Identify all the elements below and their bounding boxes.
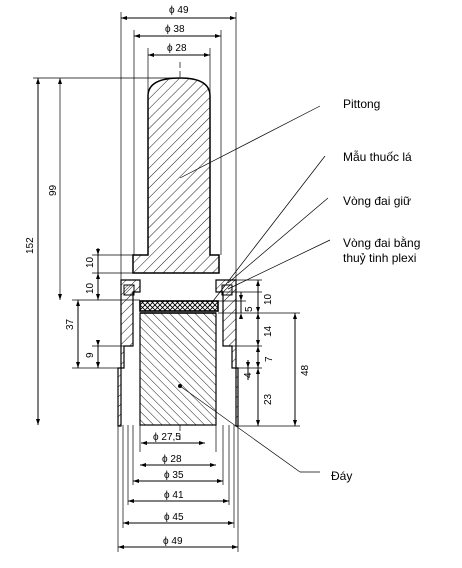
dim-5: 5 xyxy=(244,306,255,312)
dim-phi27-5: ϕ 27,5 xyxy=(153,432,181,443)
plexi-ring-right xyxy=(221,284,233,296)
dim-14: 14 xyxy=(263,325,274,337)
tobacco-sample xyxy=(139,300,219,312)
left-dimensions: 152 99 10 10 37 9 xyxy=(25,77,180,425)
cylinder-wall-right xyxy=(215,279,239,427)
dim-152: 152 xyxy=(25,237,36,254)
dim-10-right: 10 xyxy=(263,293,274,305)
dim-phi35: ϕ 35 xyxy=(164,470,184,481)
dim-phi49-bottom: ϕ 49 xyxy=(163,536,183,547)
dim-7: 7 xyxy=(264,356,275,362)
dim-phi49-top: ϕ 49 xyxy=(169,5,189,16)
dim-4: 4 xyxy=(243,372,254,378)
leader-lines xyxy=(178,105,331,473)
cylinder-wall-left xyxy=(117,279,141,427)
dim-23: 23 xyxy=(263,393,274,405)
piston xyxy=(132,77,220,274)
dim-48: 48 xyxy=(300,364,311,376)
label-retaining-ring: Vòng đai giữ xyxy=(343,194,411,208)
base-plug xyxy=(139,312,217,426)
dim-10-b: 10 xyxy=(85,282,96,294)
dim-phi45: ϕ 45 xyxy=(164,512,184,523)
label-tobacco-sample: Mẫu thuốc lá xyxy=(343,149,412,164)
dim-phi41: ϕ 41 xyxy=(164,490,184,501)
dim-9: 9 xyxy=(85,352,96,358)
bottom-dimensions: ϕ 27,5 ϕ 28 ϕ 35 ϕ 41 ϕ 45 ϕ 49 xyxy=(117,425,239,552)
dim-phi28-top: ϕ 28 xyxy=(167,43,187,54)
top-dimensions: ϕ 49 ϕ 38 ϕ 28 xyxy=(120,5,237,280)
label-plexi-ring-line2: thuỷ tinh plexi xyxy=(343,251,416,265)
dim-99: 99 xyxy=(48,184,59,196)
plexi-ring-left xyxy=(123,284,135,296)
dim-phi28-bottom: ϕ 28 xyxy=(162,454,182,465)
label-plexi-ring-line1: Vòng đai bằng xyxy=(343,235,420,250)
right-dimensions: 10 5 14 7 4 23 48 xyxy=(216,279,311,427)
dim-10-a: 10 xyxy=(85,256,96,268)
label-piston: Pittong xyxy=(343,97,380,111)
label-base: Đáy xyxy=(331,469,352,483)
dim-phi38: ϕ 38 xyxy=(165,24,185,35)
dim-37: 37 xyxy=(65,318,76,330)
